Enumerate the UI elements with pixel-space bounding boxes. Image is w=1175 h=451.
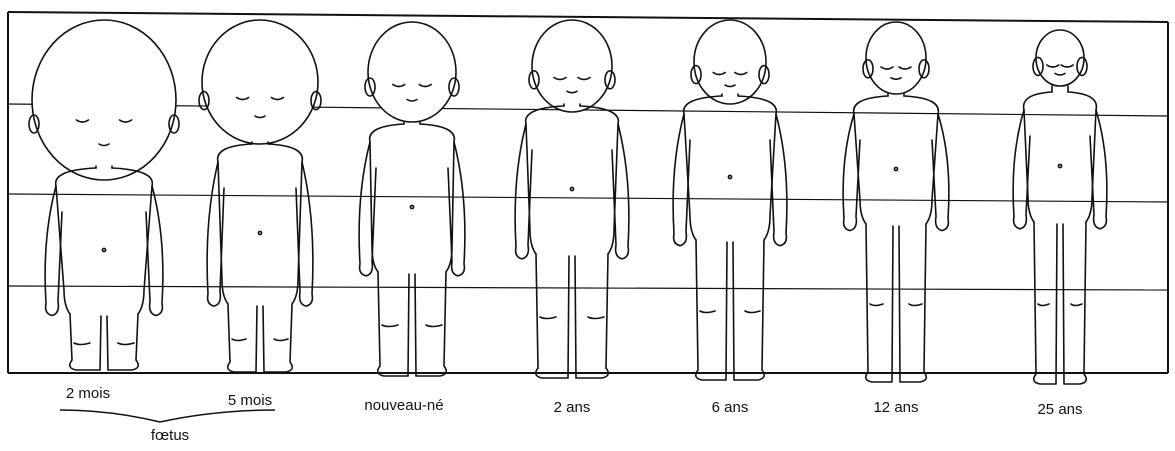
torso [370,124,455,272]
navel [728,175,731,178]
right-arm [770,114,787,246]
right-leg [1063,222,1086,384]
caption-12-ans: 12 ans [873,399,918,416]
left-arm [45,186,62,316]
right-knee [1071,304,1082,306]
left-leg [696,240,727,380]
torso [684,96,777,240]
right-leg [107,314,138,370]
head [866,22,926,94]
left-leg [1034,222,1057,384]
figure-age-25 [1013,30,1107,384]
right-arm [612,124,629,259]
left-knee [1038,304,1049,306]
right-knee [588,317,604,319]
left-knee [870,304,883,306]
right-knee [118,343,134,345]
torso [1024,92,1097,222]
right-knee [909,304,922,306]
caption-nouveau-ne: nouveau-né [364,397,443,414]
left-arm [673,114,690,246]
left-knee [540,317,556,319]
head [202,20,318,144]
neck [1052,86,1068,92]
fetus-brace [60,410,275,422]
right-arm [448,142,465,276]
right-leg [899,224,926,382]
torso [56,168,153,314]
head [368,22,456,122]
navel [894,167,897,170]
navel [410,205,413,208]
caption-6-ans: 6 ans [712,399,749,416]
left-knee [700,311,715,313]
left-leg [536,254,569,378]
left-knee [382,325,398,327]
proportion-guide-lines [8,104,1168,290]
guide-line-3 [8,286,1168,290]
right-knee [426,325,442,327]
head [32,20,176,180]
torso [526,106,619,254]
right-leg [263,304,292,372]
left-leg [228,304,257,372]
guide-line-2 [8,194,1168,202]
navel [258,231,261,234]
right-knee [274,339,288,341]
right-leg [575,254,608,378]
figure-age-12 [843,22,949,382]
figure-newborn [359,22,465,376]
left-knee [74,343,90,345]
right-leg [733,240,764,380]
left-knee [232,339,246,341]
caption-2-ans: 2 ans [554,399,591,416]
right-arm [146,186,163,316]
navel [570,187,573,190]
caption-2-mois: 2 mois [66,385,110,402]
caption-foetus: fœtus [151,427,189,444]
navel [1058,164,1061,167]
head [532,20,612,112]
caption-5-mois: 5 mois [228,392,272,409]
head [694,20,766,104]
left-leg [70,314,101,370]
left-arm [515,124,532,259]
caption-25-ans: 25 ans [1037,401,1082,418]
figure-age-2 [515,20,629,378]
navel [102,248,105,251]
torso [854,96,939,224]
torso [218,144,303,304]
left-leg [866,224,893,382]
right-knee [745,311,760,313]
head [1036,30,1084,86]
left-arm [359,142,376,276]
figure-age-6 [673,20,787,380]
